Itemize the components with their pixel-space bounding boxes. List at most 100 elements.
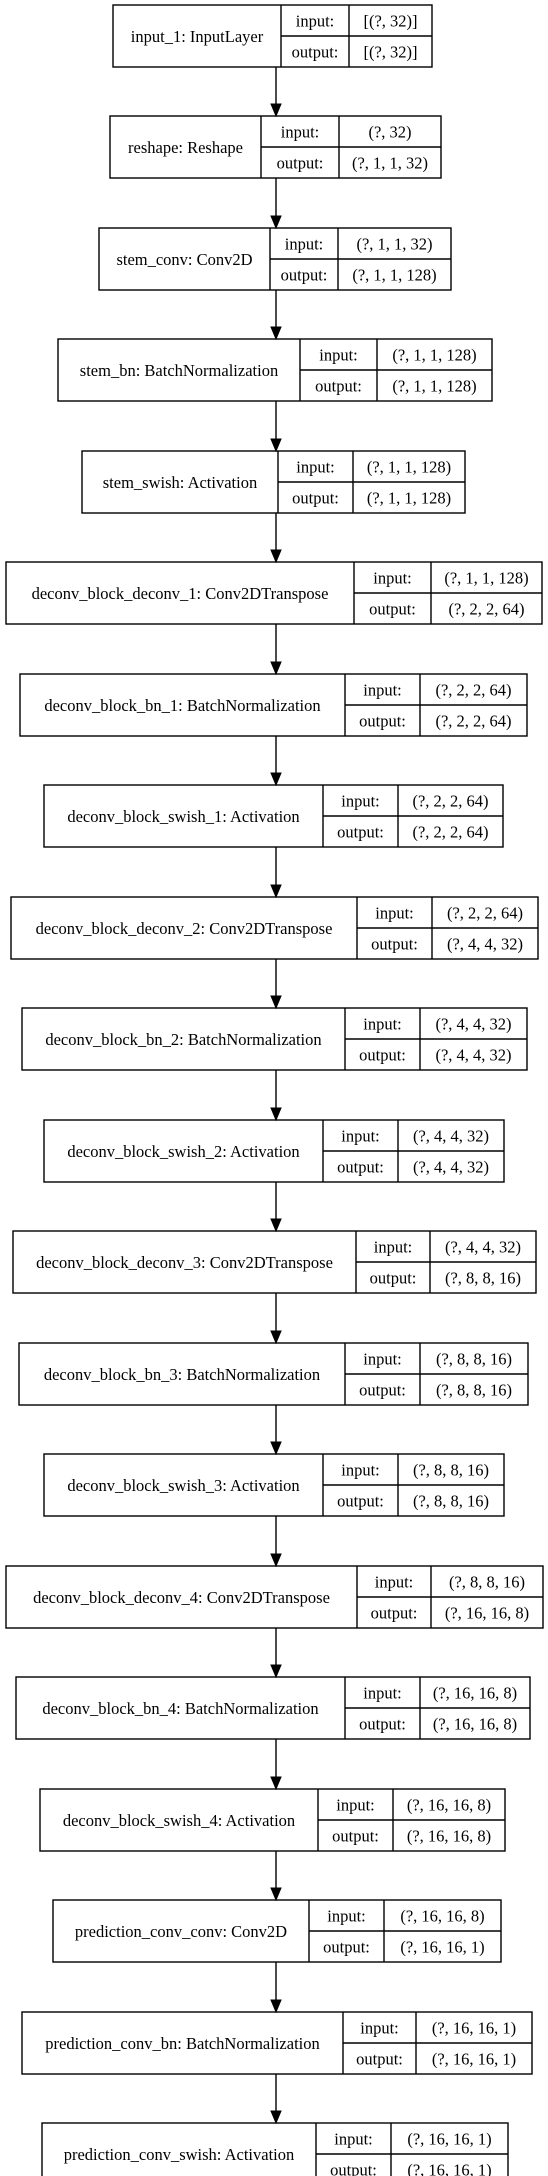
input-port-label: input:: [360, 2019, 399, 2038]
input-port-label: input:: [363, 1015, 402, 1034]
output-port-label: output:: [369, 600, 416, 619]
input-shape: (?, 32): [368, 123, 411, 142]
layer-node: deconv_block_swish_1: Activation input: ou…: [43, 784, 504, 848]
edge-arrow: [270, 1962, 282, 2014]
input-port-label: input:: [374, 1238, 413, 1257]
output-shape: (?, 4, 4, 32): [435, 1046, 511, 1065]
edge-arrow: [270, 1628, 282, 1679]
input-shape: (?, 8, 8, 16): [413, 1461, 489, 1480]
edge-arrow: [270, 1070, 282, 1122]
output-shape: (?, 16, 16, 1): [407, 2161, 491, 2176]
output-shape: (?, 4, 4, 32): [413, 1158, 489, 1177]
output-shape: (?, 2, 2, 64): [435, 712, 511, 731]
output-port-label: output:: [359, 712, 406, 731]
output-port-label: output:: [292, 489, 339, 508]
layer-label: deconv_block_swish_4: Activation: [63, 1811, 295, 1830]
layer-label: stem_swish: Activation: [103, 473, 257, 492]
layer-node: stem_bn: BatchNormalizationinput:output:…: [57, 338, 493, 402]
layer-label: deconv_block_deconv_1: Conv2DTranspose: [32, 584, 329, 603]
input-port-label: input:: [341, 1127, 380, 1146]
output-port-label: output:: [359, 1381, 406, 1400]
input-port-label: input:: [363, 1350, 402, 1369]
layer-label: deconv_block_swish_1: Activation: [67, 807, 299, 826]
input-shape: (?, 4, 4, 32): [435, 1015, 511, 1034]
edge-arrow: [270, 1182, 282, 1233]
layer-label: stem_conv: Conv2D: [116, 250, 252, 269]
output-shape: (?, 16, 16, 1): [400, 1938, 484, 1957]
input-port-label: input:: [336, 1796, 375, 1815]
output-shape: (?, 16, 16, 1): [432, 2050, 516, 2069]
layer-label: deconv_block_bn_3: BatchNormalization: [44, 1365, 320, 1384]
output-port-label: output:: [359, 1046, 406, 1065]
layer-node: prediction_conv_swish: Activationinput:o…: [41, 2122, 509, 2176]
output-port-label: output:: [370, 1269, 417, 1288]
output-port-label: output:: [277, 154, 324, 173]
output-shape: (?, 1, 1, 128): [352, 266, 436, 285]
edge-arrow: [270, 290, 282, 341]
output-shape: [(?, 32)]: [363, 43, 417, 62]
layer-node: deconv_block_swish_4: Activationinput:ou…: [39, 1788, 506, 1852]
layer-label: deconv_block_bn_4: BatchNormalization: [42, 1699, 318, 1718]
layer-node: deconv_block_deconv_2: Conv2DTransposein…: [10, 896, 539, 960]
layer-node: deconv_block_swish_3: Activationinput:ou…: [43, 1453, 505, 1517]
edge-arrow: [270, 1405, 282, 1456]
layer-node: deconv_block_bn_1: BatchNormalizationinp…: [19, 673, 528, 737]
output-shape: (?, 2, 2, 64): [412, 823, 488, 842]
output-port-label: output:: [337, 823, 384, 842]
input-shape: (?, 2, 2, 64): [412, 792, 488, 811]
edge-arrow: [270, 1516, 282, 1568]
edge-arrow: [270, 736, 282, 787]
output-port-label: output:: [359, 1715, 406, 1734]
edge-arrow: [270, 513, 282, 564]
input-port-label: input:: [319, 346, 358, 365]
layer-label: prediction_conv_bn: BatchNormalization: [45, 2034, 319, 2053]
layer-node: deconv_block_bn_4: BatchNormalization inp…: [15, 1676, 531, 1740]
layer-node: prediction_conv_conv: Conv2Dinput:output…: [52, 1899, 502, 1963]
input-port-label: input:: [375, 904, 414, 923]
input-shape: (?, 16, 16, 8): [433, 1684, 517, 1703]
output-shape: (?, 1, 1, 128): [367, 489, 451, 508]
input-shape: (?, 1, 1, 32): [356, 235, 432, 254]
output-port-label: output:: [371, 1604, 418, 1623]
output-shape: (?, 1, 1, 32): [352, 154, 428, 173]
input-port-label: input:: [363, 1684, 402, 1703]
input-shape: (?, 16, 16, 8): [407, 1796, 491, 1815]
layer-node: deconv_block_bn_3: BatchNormalization inp…: [18, 1342, 529, 1406]
input-shape: (?, 16, 16, 8): [400, 1907, 484, 1926]
input-shape: (?, 16, 16, 1): [432, 2019, 516, 2038]
output-shape: (?, 16, 16, 8): [445, 1604, 529, 1623]
edge-arrow: [270, 401, 282, 453]
layer-label: deconv_block_swish_3: Activation: [67, 1476, 299, 1495]
output-shape: (?, 1, 1, 128): [392, 377, 476, 396]
output-shape: (?, 8, 8, 16): [445, 1269, 521, 1288]
layer-node: prediction_conv_bn: BatchNormalization in…: [21, 2011, 533, 2075]
layer-label: deconv_block_swish_2: Activation: [67, 1142, 299, 1161]
layer-label: input_1: InputLayer: [131, 27, 264, 46]
input-shape: (?, 2, 2, 64): [435, 681, 511, 700]
layer-label: deconv_block_deconv_3: Conv2DTranspose: [36, 1253, 333, 1272]
input-port-label: input:: [327, 1907, 366, 1926]
input-shape: (?, 1, 1, 128): [444, 569, 528, 588]
input-port-label: input:: [341, 792, 380, 811]
edge-arrow: [270, 959, 282, 1010]
layer-node: deconv_block_deconv_4: Conv2DTransposein…: [5, 1565, 544, 1629]
output-port-label: output:: [337, 1492, 384, 1511]
input-shape: (?, 1, 1, 128): [392, 346, 476, 365]
output-shape: (?, 8, 8, 16): [436, 1381, 512, 1400]
output-port-label: output:: [371, 935, 418, 954]
layer-node: deconv_block_bn_2: BatchNormalization inp…: [21, 1007, 528, 1071]
input-shape: (?, 4, 4, 32): [445, 1238, 521, 1257]
layer-node: deconv_block_swish_2: Activationinput:ou…: [43, 1119, 505, 1183]
layer-label: deconv_block_deconv_4: Conv2DTranspose: [33, 1588, 330, 1607]
input-shape: (?, 4, 4, 32): [413, 1127, 489, 1146]
edge-arrow: [270, 624, 282, 676]
input-shape: (?, 2, 2, 64): [447, 904, 523, 923]
edge-arrow: [270, 1293, 282, 1345]
output-shape: (?, 4, 4, 32): [447, 935, 523, 954]
layer-label: deconv_block_bn_2: BatchNormalization: [45, 1030, 321, 1049]
layer-label: reshape: Reshape: [128, 138, 243, 157]
